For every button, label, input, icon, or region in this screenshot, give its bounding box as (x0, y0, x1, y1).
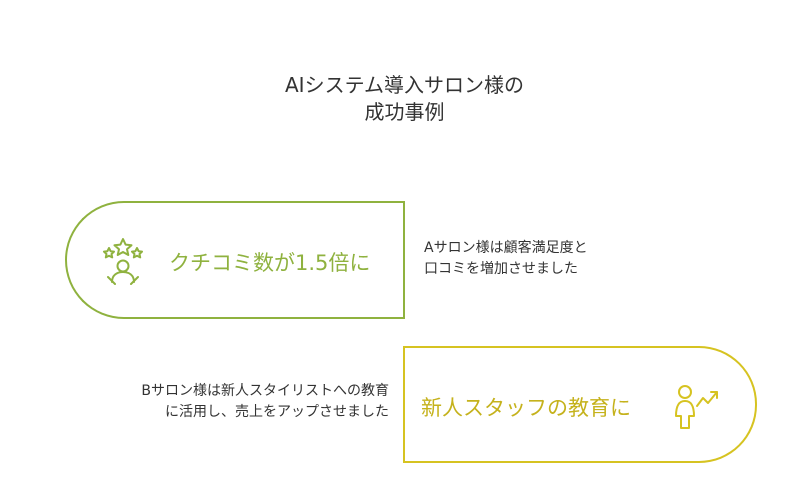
diagram-title: AIシステム導入サロン様の 成功事例 (0, 72, 809, 126)
case-description-2-line-2: に活用し、売上をアップさせました (165, 404, 389, 420)
case-description-1-line-1: Aサロン様は顧客満足度と (424, 240, 588, 256)
award-person-icon (101, 237, 145, 291)
case-card-1: クチコミ数が1.5倍に (65, 201, 405, 319)
case-description-1-line-2: 口コミを増加させました (424, 261, 578, 277)
title-line-1: AIシステム導入サロン様の (285, 73, 524, 97)
title-line-2: 成功事例 (364, 100, 445, 124)
person-growth-icon (671, 382, 723, 438)
case-description-1: Aサロン様は顧客満足度と 口コミを増加させました (424, 238, 588, 280)
case-label-2: 新人スタッフの教育に (421, 396, 631, 420)
case-label-1: クチコミ数が1.5倍に (169, 251, 371, 275)
case-card-2: 新人スタッフの教育に (403, 346, 757, 463)
case-description-2-line-1: Bサロン様は新人スタイリストへの教育 (141, 383, 389, 399)
case-description-2: Bサロン様は新人スタイリストへの教育 に活用し、売上をアップさせました (141, 381, 389, 423)
